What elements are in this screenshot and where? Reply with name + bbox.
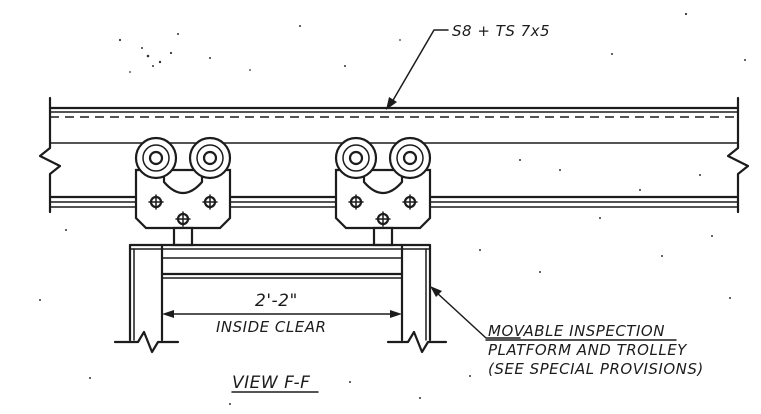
trolley-right [334,136,432,247]
view-title: VIEW F-F [232,373,310,393]
platform-label-line-1: MOVABLE INSPECTION [488,322,665,340]
beam-label: S8 + TS 7x5 [452,22,550,40]
wheel-left-2 [188,136,232,180]
dimension-value: 2'-2" [255,291,298,311]
platform-leader [430,286,521,339]
beam-leader [386,29,449,110]
wheel-right-1 [334,136,378,180]
platform-label-line-3: (SEE SPECIAL PROVISIONS) [488,360,704,378]
dimension-note: INSIDE CLEAR [216,318,326,336]
platform-frame [113,243,448,354]
scan-noise [39,12,746,405]
dimension-inside-clear [162,310,402,318]
platform-label-line-2: PLATFORM AND TROLLEY [488,341,688,359]
right-break-line [726,96,750,214]
left-break-line [38,96,62,214]
trolley-left [134,136,232,247]
wheel-right-2 [388,136,432,180]
wheel-left-1 [134,136,178,180]
